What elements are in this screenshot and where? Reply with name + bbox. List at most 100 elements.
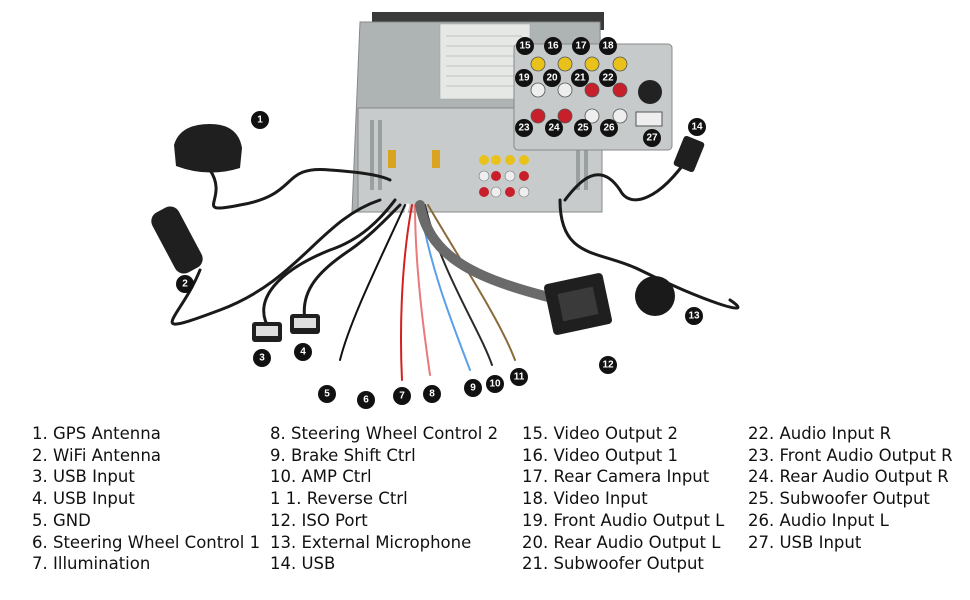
callout-4: 4 [294, 343, 312, 361]
legend-item-24: 24. Rear Audio Output R [748, 467, 949, 487]
svg-text:4: 4 [300, 347, 306, 358]
svg-text:27: 27 [646, 133, 658, 144]
callout-24: 24 [545, 119, 563, 137]
svg-text:18: 18 [602, 41, 614, 52]
legend-item-9: 9. Brake Shift Ctrl [270, 445, 416, 465]
legend-item-27: 27. USB Input [748, 532, 862, 552]
legend-item-3: 3. USB Input [32, 467, 135, 487]
legend-item-1: 1. GPS Antenna [32, 424, 161, 443]
wire-gnd [339, 204, 406, 361]
panel-round-connector [638, 80, 662, 104]
callout-17: 17 [572, 37, 590, 55]
sticker-lines [446, 35, 522, 87]
legend-item-17: 17. Rear Camera Input [522, 467, 710, 487]
wiring-diagram: 1 2 3 4 5 6 7 8 9 10 11 12 13 14 15 16 1… [151, 12, 740, 409]
wifi-cable [170, 198, 382, 326]
svg-text:14: 14 [691, 122, 703, 133]
panel-row2-jacks [530, 82, 628, 98]
legend-item-18: 18. Video Input [522, 489, 648, 509]
wifi-antenna-dongle [151, 206, 203, 274]
usb-cable-c [563, 153, 692, 202]
svg-text:24: 24 [548, 123, 560, 134]
usb-plug-4-tip [294, 318, 316, 328]
callout-15: 15 [516, 37, 534, 55]
legend-item-15: 15. Video Output 2 [522, 424, 679, 443]
svg-text:22: 22 [602, 73, 614, 84]
callouts: 1 2 3 4 5 6 7 8 9 10 11 12 13 14 15 16 1… [176, 37, 706, 409]
legend-item-10: 10. AMP Ctrl [270, 467, 372, 487]
chassis-rca-cluster [478, 155, 530, 198]
wire-swc2 [414, 204, 431, 376]
svg-text:17: 17 [575, 41, 587, 52]
callout-10: 10 [486, 375, 504, 393]
legend-item-22: 22. Audio Input R [748, 424, 892, 443]
callout-8: 8 [423, 385, 441, 403]
legend-item-11: 1 1. Reverse Ctrl [270, 489, 408, 509]
usb-plug-14 [673, 135, 705, 173]
legend-item-16: 16. Video Output 1 [522, 445, 679, 465]
svg-text:13: 13 [688, 311, 700, 322]
callout-22: 22 [599, 69, 617, 87]
callout-7: 7 [393, 387, 411, 405]
callout-5: 5 [318, 385, 336, 403]
svg-text:21: 21 [574, 73, 586, 84]
svg-text:9: 9 [470, 383, 476, 394]
svg-text:10: 10 [489, 379, 501, 390]
mic-cable [558, 198, 740, 310]
legend-item-5: 5. GND [32, 510, 91, 530]
svg-text:5: 5 [324, 389, 330, 400]
microphone-head [635, 276, 675, 316]
svg-text:20: 20 [546, 73, 558, 84]
legend-item-8: 8. Steering Wheel Control 2 [270, 424, 499, 443]
callout-23: 23 [515, 119, 533, 137]
callout-13: 13 [685, 307, 703, 325]
svg-text:25: 25 [577, 123, 589, 134]
cables [170, 153, 740, 382]
callout-26: 26 [600, 119, 618, 137]
callout-19: 19 [515, 69, 533, 87]
legend-item-7: 7. Illumination [32, 554, 151, 574]
legend-item-4: 4. USB Input [32, 489, 135, 509]
wire-illum [400, 204, 413, 381]
svg-text:1: 1 [257, 115, 263, 126]
callout-21: 21 [571, 69, 589, 87]
callout-27: 27 [643, 129, 661, 147]
callout-3: 3 [253, 349, 271, 367]
svg-text:19: 19 [518, 73, 530, 84]
panel-row1-jacks [530, 56, 628, 72]
wire-swc1 [370, 203, 410, 382]
callout-2: 2 [176, 275, 194, 293]
legend-item-21: 21. Subwoofer Output [522, 554, 704, 574]
svg-text:7: 7 [399, 391, 405, 402]
callout-18: 18 [599, 37, 617, 55]
callout-6: 6 [357, 391, 375, 409]
svg-text:6: 6 [363, 395, 369, 406]
usb-cable-b [302, 203, 402, 322]
svg-text:16: 16 [547, 41, 559, 52]
legend-item-26: 26. Audio Input L [748, 510, 889, 530]
svg-text:15: 15 [519, 41, 531, 52]
legend-item-13: 13. External Microphone [270, 532, 472, 552]
usb-plug-3-tip [256, 326, 278, 336]
svg-text:12: 12 [602, 360, 614, 371]
rear-plate-vents [370, 120, 588, 190]
legend-item-19: 19. Front Audio Output L [522, 510, 725, 530]
callout-12: 12 [599, 356, 617, 374]
wire-reverse [427, 204, 516, 361]
legend-column-2: 8. Steering Wheel Control 2 9. Brake Shi… [270, 423, 498, 575]
svg-text:8: 8 [429, 389, 435, 400]
callout-25: 25 [574, 119, 592, 137]
callout-16: 16 [544, 37, 562, 55]
legend-column-1: 1. GPS Antenna 2. WiFi Antenna 3. USB In… [32, 423, 260, 575]
legend-column-3: 15. Video Output 2 16. Video Output 1 17… [522, 423, 724, 575]
legend-item-12: 12. ISO Port [270, 510, 368, 530]
svg-text:11: 11 [514, 372, 525, 383]
antenna-connectors [388, 150, 440, 168]
panel-row3-jacks [530, 108, 628, 124]
callout-9: 9 [464, 379, 482, 397]
callout-1: 1 [251, 111, 269, 129]
legend-item-6: 6. Steering Wheel Control 1 [32, 532, 261, 552]
legend-item-2: 2. WiFi Antenna [32, 445, 162, 465]
usb-cable-a [262, 198, 397, 332]
iso-connector-slot [557, 286, 599, 322]
